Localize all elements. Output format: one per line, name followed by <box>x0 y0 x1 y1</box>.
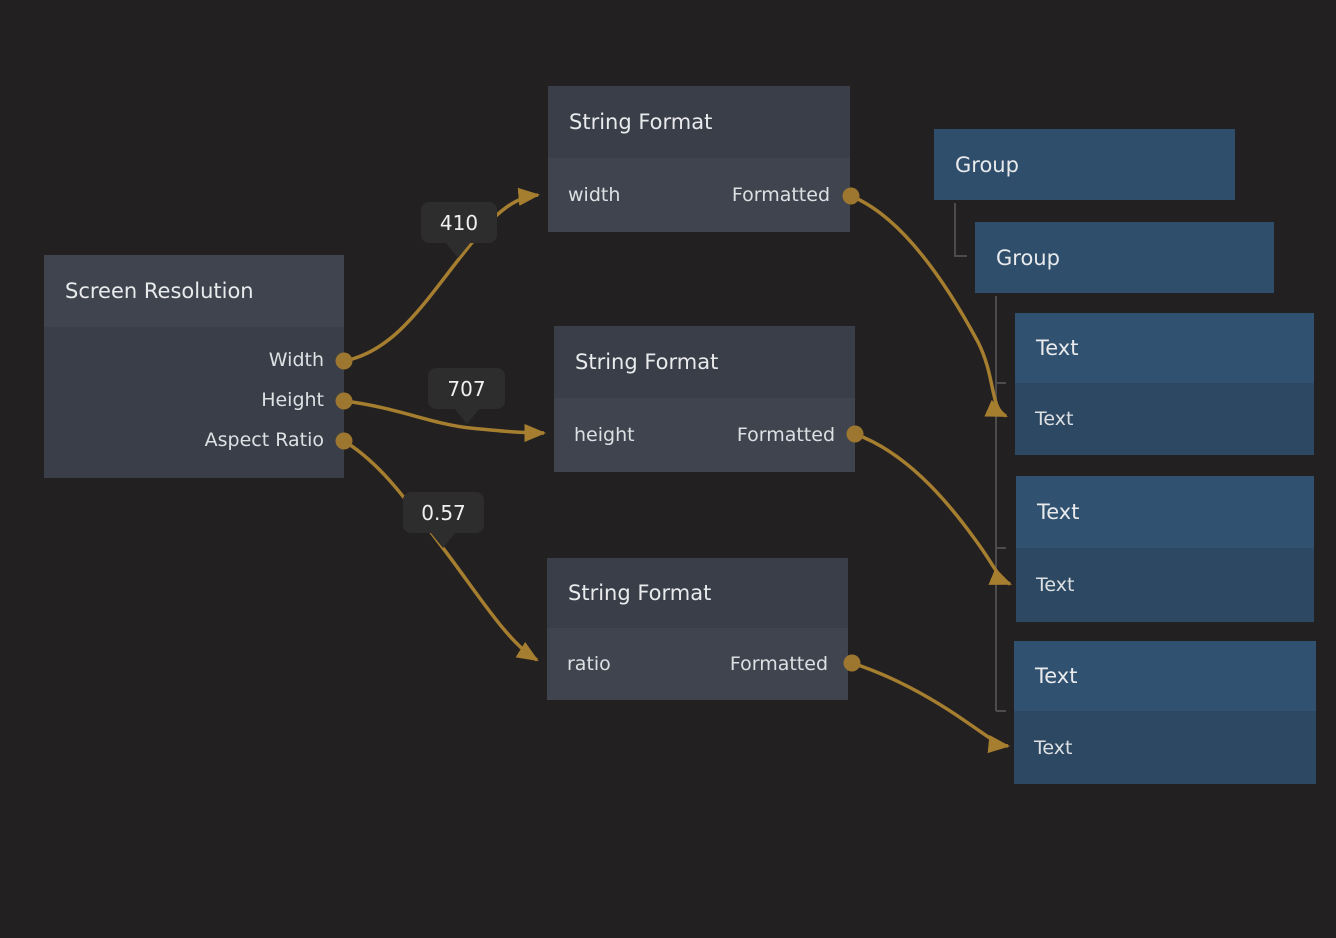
node-string-format-2[interactable]: String Format height Formatted <box>554 326 855 472</box>
node-group-1[interactable]: Group <box>934 129 1235 200</box>
output-row-aspect-ratio: Aspect Ratio <box>44 420 344 460</box>
node-body: height Formatted <box>554 398 855 472</box>
badge-value: 707 <box>447 376 486 401</box>
output-label-formatted: Formatted <box>736 424 835 446</box>
node-title[interactable]: String Format <box>554 326 855 398</box>
wire-formatted-3-to-text-3[interactable] <box>851 661 1011 754</box>
value-badge-aspect-ratio: 0.57 <box>403 492 484 548</box>
node-body: Text <box>1015 383 1314 455</box>
node-title[interactable]: Group <box>996 245 1060 270</box>
output-label-formatted: Formatted <box>729 653 828 675</box>
node-text-1[interactable]: Text Text <box>1015 313 1314 455</box>
node-body: Text <box>1016 548 1314 622</box>
node-group-2[interactable]: Group <box>975 222 1274 293</box>
input-label-text: Text <box>1036 574 1075 596</box>
output-row-width: Width <box>44 340 344 380</box>
node-title[interactable]: Group <box>955 152 1019 177</box>
node-string-format-1[interactable]: String Format width Formatted <box>548 86 850 232</box>
value-badge-height: 707 <box>428 368 505 424</box>
output-row-height: Height <box>44 380 344 420</box>
badge-pointer <box>454 408 480 424</box>
tree-line-group2-texts <box>995 296 1006 712</box>
badge-value: 410 <box>439 210 479 235</box>
node-string-format-3[interactable]: String Format ratio Formatted <box>547 558 848 700</box>
node-body: Width Height Aspect Ratio <box>44 327 344 478</box>
output-label-height: Height <box>261 389 324 411</box>
node-body: width Formatted <box>548 158 850 232</box>
output-label-formatted: Formatted <box>731 184 830 206</box>
badge-pointer <box>445 242 471 258</box>
badge-value: 0.57 <box>421 500 466 525</box>
node-screen-resolution[interactable]: Screen Resolution Width Height Aspect Ra… <box>44 255 344 478</box>
output-label-aspect-ratio: Aspect Ratio <box>204 429 324 451</box>
output-label-width: Width <box>268 349 324 371</box>
node-body: ratio Formatted <box>547 628 848 700</box>
node-title[interactable]: Text <box>1014 641 1316 711</box>
node-title[interactable]: Text <box>1015 313 1314 383</box>
node-text-2[interactable]: Text Text <box>1016 476 1314 622</box>
value-badge-width: 410 <box>421 202 497 258</box>
badge-pointer <box>430 532 456 548</box>
node-title[interactable]: String Format <box>548 86 850 158</box>
input-label-text: Text <box>1034 736 1073 759</box>
node-title[interactable]: Screen Resolution <box>44 255 344 327</box>
node-title[interactable]: Text <box>1016 476 1314 548</box>
input-label-height: height <box>574 424 635 446</box>
node-text-3[interactable]: Text Text <box>1014 641 1316 784</box>
wire-aspect-ratio-to-string-format-3[interactable] <box>343 439 539 662</box>
node-body: Text <box>1014 711 1316 784</box>
input-label-ratio: ratio <box>567 653 611 675</box>
wire-formatted-2-to-text-2[interactable] <box>854 432 1012 586</box>
node-title[interactable]: String Format <box>547 558 848 628</box>
input-label-width: width <box>568 184 621 206</box>
input-label-text: Text <box>1035 408 1074 430</box>
tree-line-group1-group2 <box>954 203 967 257</box>
